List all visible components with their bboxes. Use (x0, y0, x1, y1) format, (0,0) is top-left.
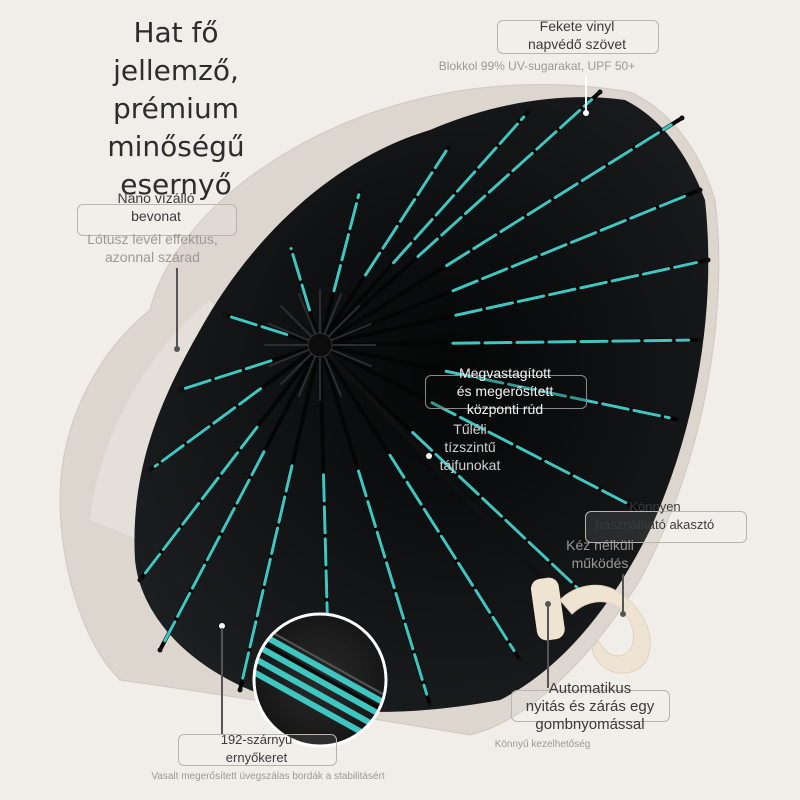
callout-frame-title: 192-szárnyú ernyőkeret (220, 732, 293, 765)
rib-tip (527, 107, 533, 113)
callout-rod-title: Megvastagított és megerősített központi … (456, 365, 554, 417)
rib-tip (679, 115, 685, 121)
callout-auto-dot (545, 601, 551, 607)
rib-accent (240, 464, 294, 682)
callout-rod-dot (426, 453, 432, 459)
callout-vinyl-title: Fekete vinyl napvédő szövet (527, 18, 627, 52)
handle-hook (559, 584, 651, 674)
rib-tip (357, 187, 363, 193)
rib-tip (237, 687, 243, 693)
callout-hook-dot (620, 611, 626, 617)
callout-vinyl-leader (585, 76, 587, 114)
callout-nano-dot (174, 346, 180, 352)
ribs-layer (137, 89, 711, 719)
rib-accent (226, 314, 289, 336)
canopy-underside (134, 97, 709, 712)
rib-tip (677, 417, 683, 423)
callout-nano-box (77, 204, 237, 236)
callout-rod-subtitle: Tűléli tízszintű tájfunokat (439, 421, 501, 473)
rib-tip (222, 312, 228, 318)
rib-tip (597, 89, 603, 95)
rib-tip (447, 142, 453, 148)
callout-hook-subtitle: Kéz nélküli működés (566, 537, 634, 571)
rib-tip (287, 242, 293, 248)
callout-frame-dot (219, 623, 225, 629)
callout-vinyl-box (497, 20, 659, 54)
rib-accent (392, 115, 526, 265)
callout-rod-box (425, 375, 587, 409)
rib-accent (430, 401, 632, 507)
rib-tip (157, 647, 163, 653)
rib-tip (147, 467, 153, 473)
callout-auto-leader (547, 606, 549, 688)
rib-accent (143, 425, 259, 575)
rib-closeup-border (252, 612, 388, 748)
rib-accent (182, 359, 273, 391)
callout-auto-subtitle: Könnyű kezelhetőség (494, 739, 591, 750)
rib-accent (332, 193, 361, 293)
callout-hook-title: Könnyen használható akasztó (595, 499, 715, 532)
rib-accent (454, 261, 698, 317)
rib-tip (697, 187, 703, 193)
rib-accent (444, 369, 671, 420)
page-title: Hat fő jellemző, prémium minőségű eserny… (107, 16, 245, 201)
callout-vinyl-subtitle: Blokkol 99% UV-sugarakat, UPF 50+ (438, 59, 636, 73)
callout-nano-leader (176, 268, 178, 348)
rib-tip (177, 387, 183, 393)
callout-frame-subtitle: Vasalt megerősített üvegszálas bordák a … (151, 771, 385, 782)
rib-accent (411, 431, 579, 589)
rib-accent (451, 193, 691, 293)
shaft (318, 343, 550, 587)
callout-hook-leader (622, 574, 624, 614)
rib-accent (357, 469, 429, 696)
rib-tip (427, 702, 433, 708)
rib-accent (445, 123, 673, 268)
rib-accent (451, 338, 691, 345)
rib-tip (137, 577, 143, 583)
rib-accent (289, 246, 311, 312)
callout-frame-box (178, 734, 337, 766)
rib-tip (517, 657, 523, 663)
callout-hook-box (585, 511, 747, 543)
callout-auto-title: Automatikus nyitás és zárás egy gombnyom… (525, 680, 655, 733)
callout-nano-subtitle: Lótusz levél effektus, azonnal szárad (87, 231, 218, 265)
runner (307, 332, 333, 358)
rib-accent (153, 387, 262, 468)
callout-nano-title: Nano vízálló bevonat (117, 190, 195, 224)
rib-accent (416, 98, 594, 258)
callout-vinyl-dot (583, 110, 589, 116)
rib-tip (697, 337, 703, 343)
rib-tip (705, 257, 711, 263)
rib-accent (364, 149, 448, 277)
rib-accent (163, 450, 266, 643)
rib-accent (388, 453, 516, 653)
callout-frame-leader (221, 628, 223, 734)
callout-auto-box (511, 690, 670, 722)
